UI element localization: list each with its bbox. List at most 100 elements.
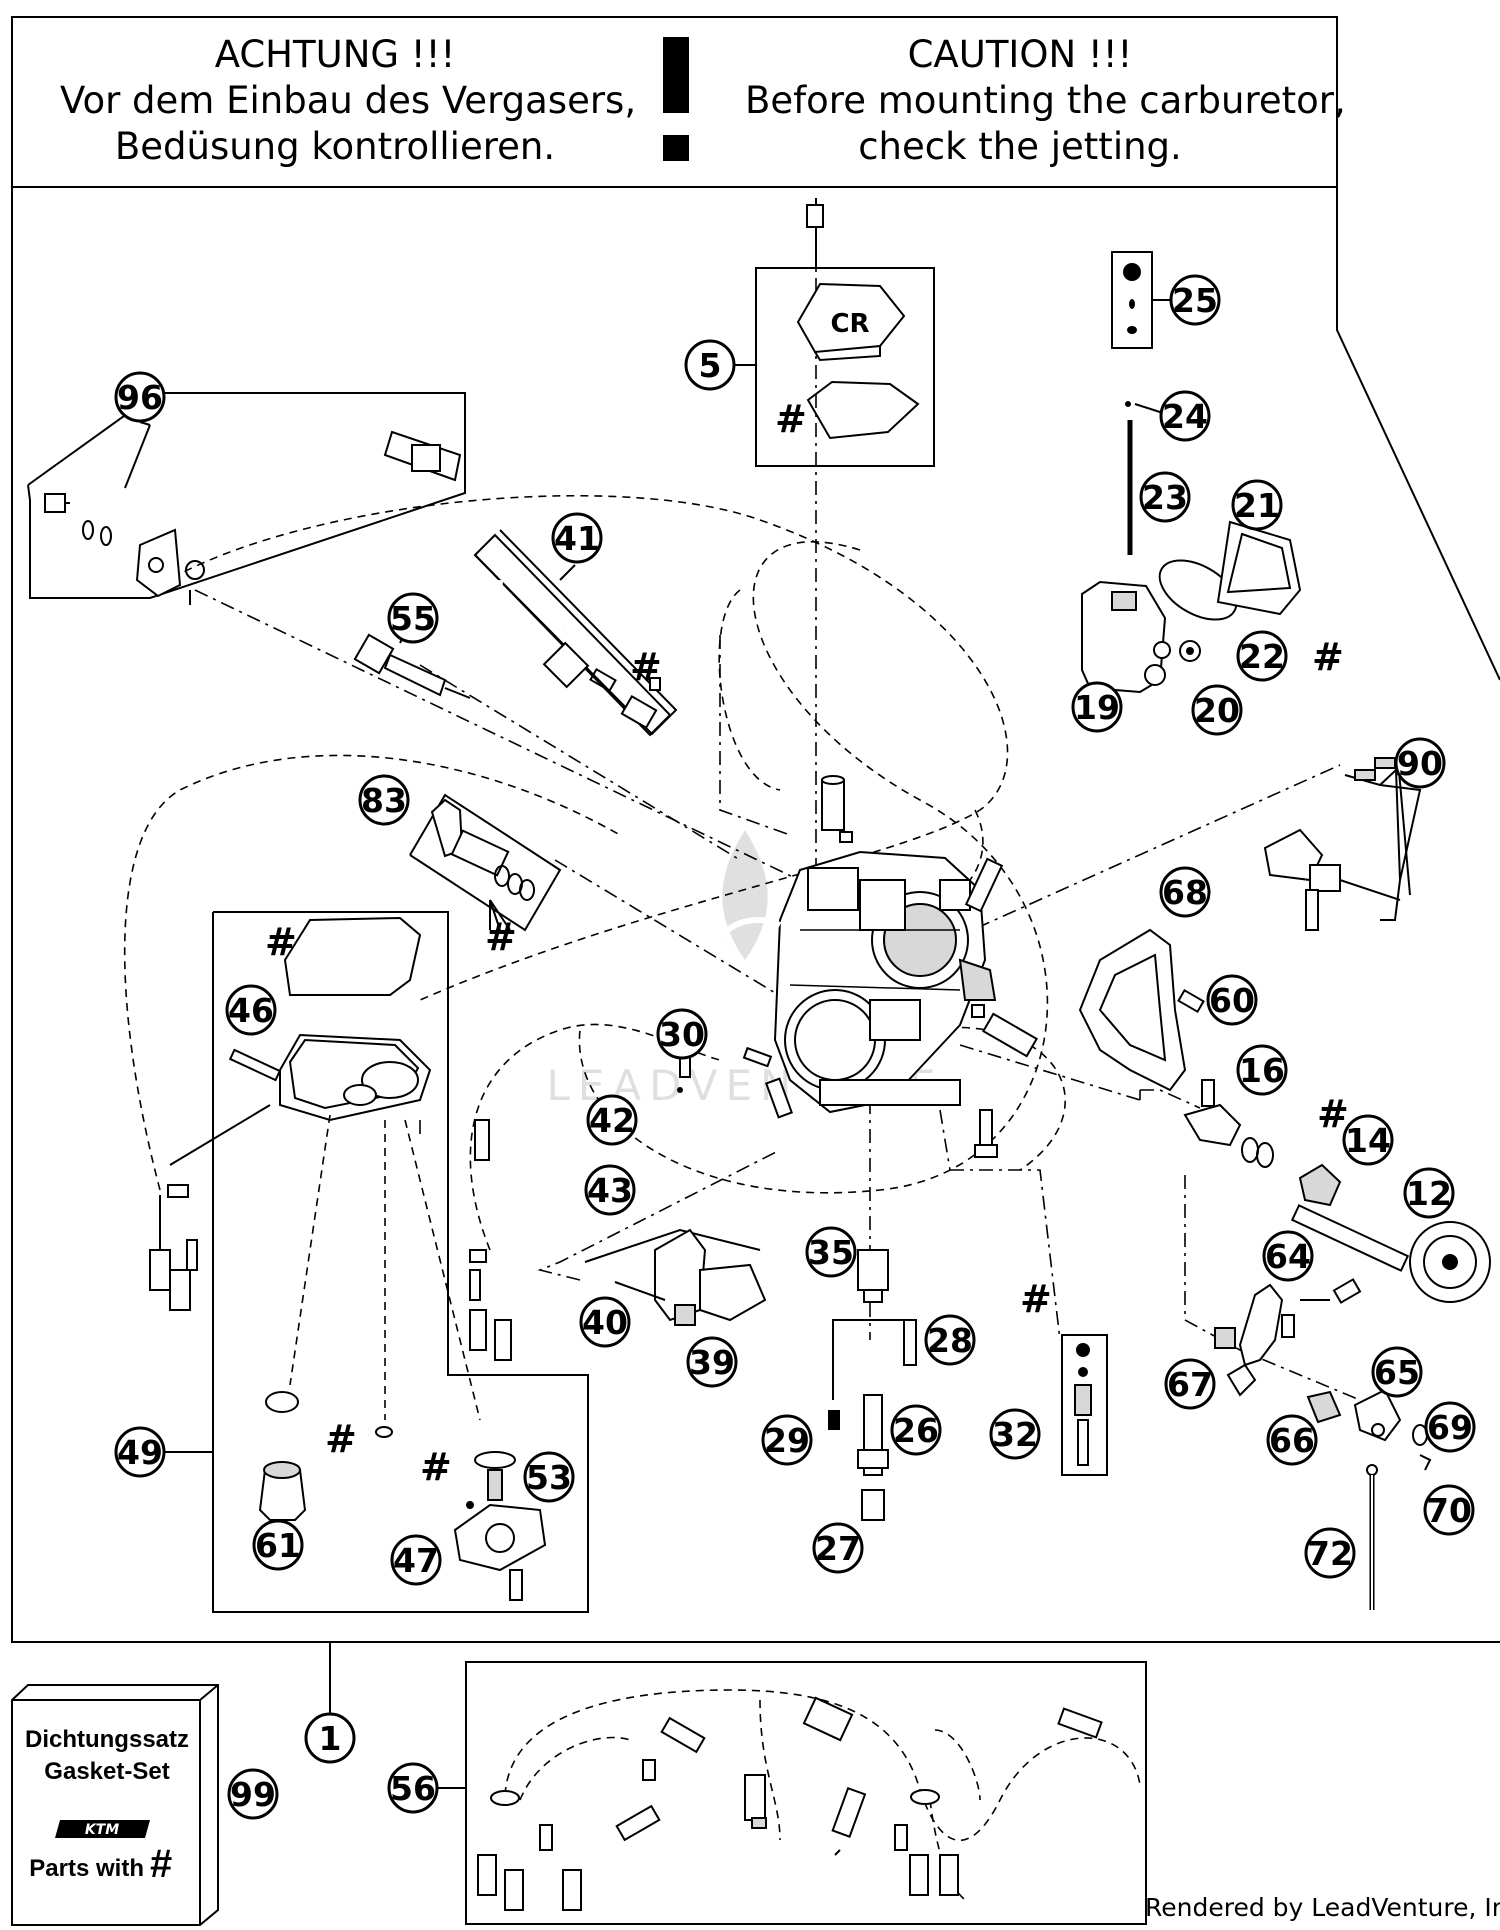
small-screws (677, 1046, 998, 1158)
warning-english-line1: Before mounting the carburetor, (745, 79, 1346, 122)
callout-number: 61 (255, 1526, 301, 1565)
callout-circle (252, 1519, 304, 1571)
callout-number: 27 (815, 1529, 861, 1568)
callout-number: 39 (689, 1343, 735, 1382)
callout-68: 68 (1159, 866, 1211, 918)
callout-60: 60 (1206, 974, 1258, 1026)
callout-circle (1159, 866, 1211, 918)
callout-26: 26 (890, 1404, 942, 1456)
callout-55: 55 (387, 592, 439, 644)
ktm-logo: KTM (85, 1822, 119, 1838)
gasket-hash-marker: # (1312, 635, 1344, 679)
callout-20: 20 (1191, 684, 1243, 736)
callout-number: 24 (1162, 397, 1208, 436)
callout-circle (227, 1768, 279, 1820)
callout-56: 56 (387, 1762, 466, 1814)
callout-number: 96 (117, 378, 163, 417)
callout-32: 32 (989, 1408, 1041, 1460)
gasket-set-symbol: # (150, 1842, 173, 1886)
callout-number: 1 (319, 1719, 342, 1758)
callout-circle (1394, 737, 1446, 789)
callout-number: 53 (526, 1458, 572, 1497)
callout-30: 30 (656, 1008, 708, 1060)
callout-circle (225, 984, 277, 1036)
callout-circle (1266, 1414, 1318, 1466)
callout-19: 19 (1071, 681, 1123, 733)
callout-22: 22 (1236, 630, 1288, 682)
callout-number: 12 (1406, 1174, 1452, 1213)
callout-circle (1342, 1114, 1394, 1166)
float-bowl-assembly (149, 911, 589, 1613)
gasket-set-line2: Gasket-Set (44, 1758, 170, 1785)
callout-circle (761, 1414, 813, 1466)
gasket-set-line1: Dichtungssatz (24, 1726, 189, 1753)
callout-circle (890, 1404, 942, 1456)
callout-circle (924, 1314, 976, 1366)
callout-25: 25 (1169, 274, 1221, 326)
callout-number: 55 (390, 599, 436, 638)
throttle-sensor (584, 1228, 767, 1326)
callout-circle (551, 512, 603, 564)
callout-number: 83 (361, 781, 407, 820)
callout-number: 72 (1307, 1534, 1353, 1573)
callout-66: 66 (1266, 1414, 1318, 1466)
callout-circle (579, 1296, 631, 1348)
gasket-markers: ######### (265, 397, 1349, 1489)
callout-circle (358, 774, 410, 826)
callout-number: 25 (1172, 281, 1218, 320)
callout-83: 83 (358, 774, 410, 826)
callout-64: 64 (1262, 1230, 1314, 1282)
gasket-hash-marker: # (775, 397, 807, 441)
callout-circle (656, 1008, 708, 1060)
gasket-hash-marker: # (630, 645, 662, 689)
callout-35: 35 (805, 1226, 857, 1278)
callout-number: 26 (893, 1411, 939, 1450)
callout-24: 24 (1159, 390, 1211, 442)
callout-circle (1371, 1346, 1423, 1398)
callout-46: 46 (225, 984, 277, 1036)
throttle-sensor-harness (27, 392, 466, 605)
callout-96: 96 (114, 371, 166, 426)
throttle-linkage (1214, 1278, 1432, 1610)
idle-adjust-screw (353, 619, 471, 699)
hot-start-plunger-kit (409, 793, 562, 932)
callout-circle (387, 592, 439, 644)
callout-number: 56 (390, 1769, 436, 1808)
callout-circle (1071, 681, 1123, 733)
accelerator-pump-cover (1081, 520, 1302, 694)
callout-number: 29 (764, 1421, 810, 1460)
callout-circle (684, 339, 736, 391)
callout-circle (1424, 1401, 1476, 1453)
callout-circle (1304, 1527, 1356, 1579)
callout-number: 43 (587, 1171, 633, 1210)
callout-67: 67 (1164, 1358, 1216, 1410)
gasket-set-box: KTM (11, 1684, 219, 1926)
callout-27: 27 (812, 1522, 864, 1574)
callout-circle (1231, 479, 1283, 531)
callout-number: 49 (117, 1433, 163, 1472)
callout-53: 53 (523, 1451, 575, 1503)
callout-47: 47 (390, 1534, 442, 1586)
warning-english-title: CAUTION !!! (907, 33, 1133, 76)
callout-number: 23 (1142, 478, 1188, 517)
callout-circle (1423, 1484, 1475, 1536)
callout-number: 32 (992, 1415, 1038, 1454)
warning-german-title: ACHTUNG !!! (214, 33, 456, 76)
callout-90: 90 (1379, 737, 1446, 881)
callout-circle (1169, 274, 1221, 326)
callout-circle (304, 1712, 356, 1764)
callout-number: 35 (808, 1233, 854, 1272)
callout-number: 20 (1194, 691, 1240, 730)
callout-29: 29 (761, 1414, 813, 1466)
callout-number: 19 (1074, 688, 1120, 727)
callout-number: 16 (1239, 1051, 1285, 1090)
jet-needle (1125, 401, 1164, 555)
callout-16: 16 (1236, 1044, 1288, 1096)
callout-circle (1262, 1230, 1314, 1282)
callout-39: 39 (686, 1336, 738, 1388)
callout-43: 43 (584, 1164, 636, 1216)
gasket-hash-marker: # (1317, 1092, 1349, 1136)
callout-42: 42 (586, 1094, 638, 1146)
